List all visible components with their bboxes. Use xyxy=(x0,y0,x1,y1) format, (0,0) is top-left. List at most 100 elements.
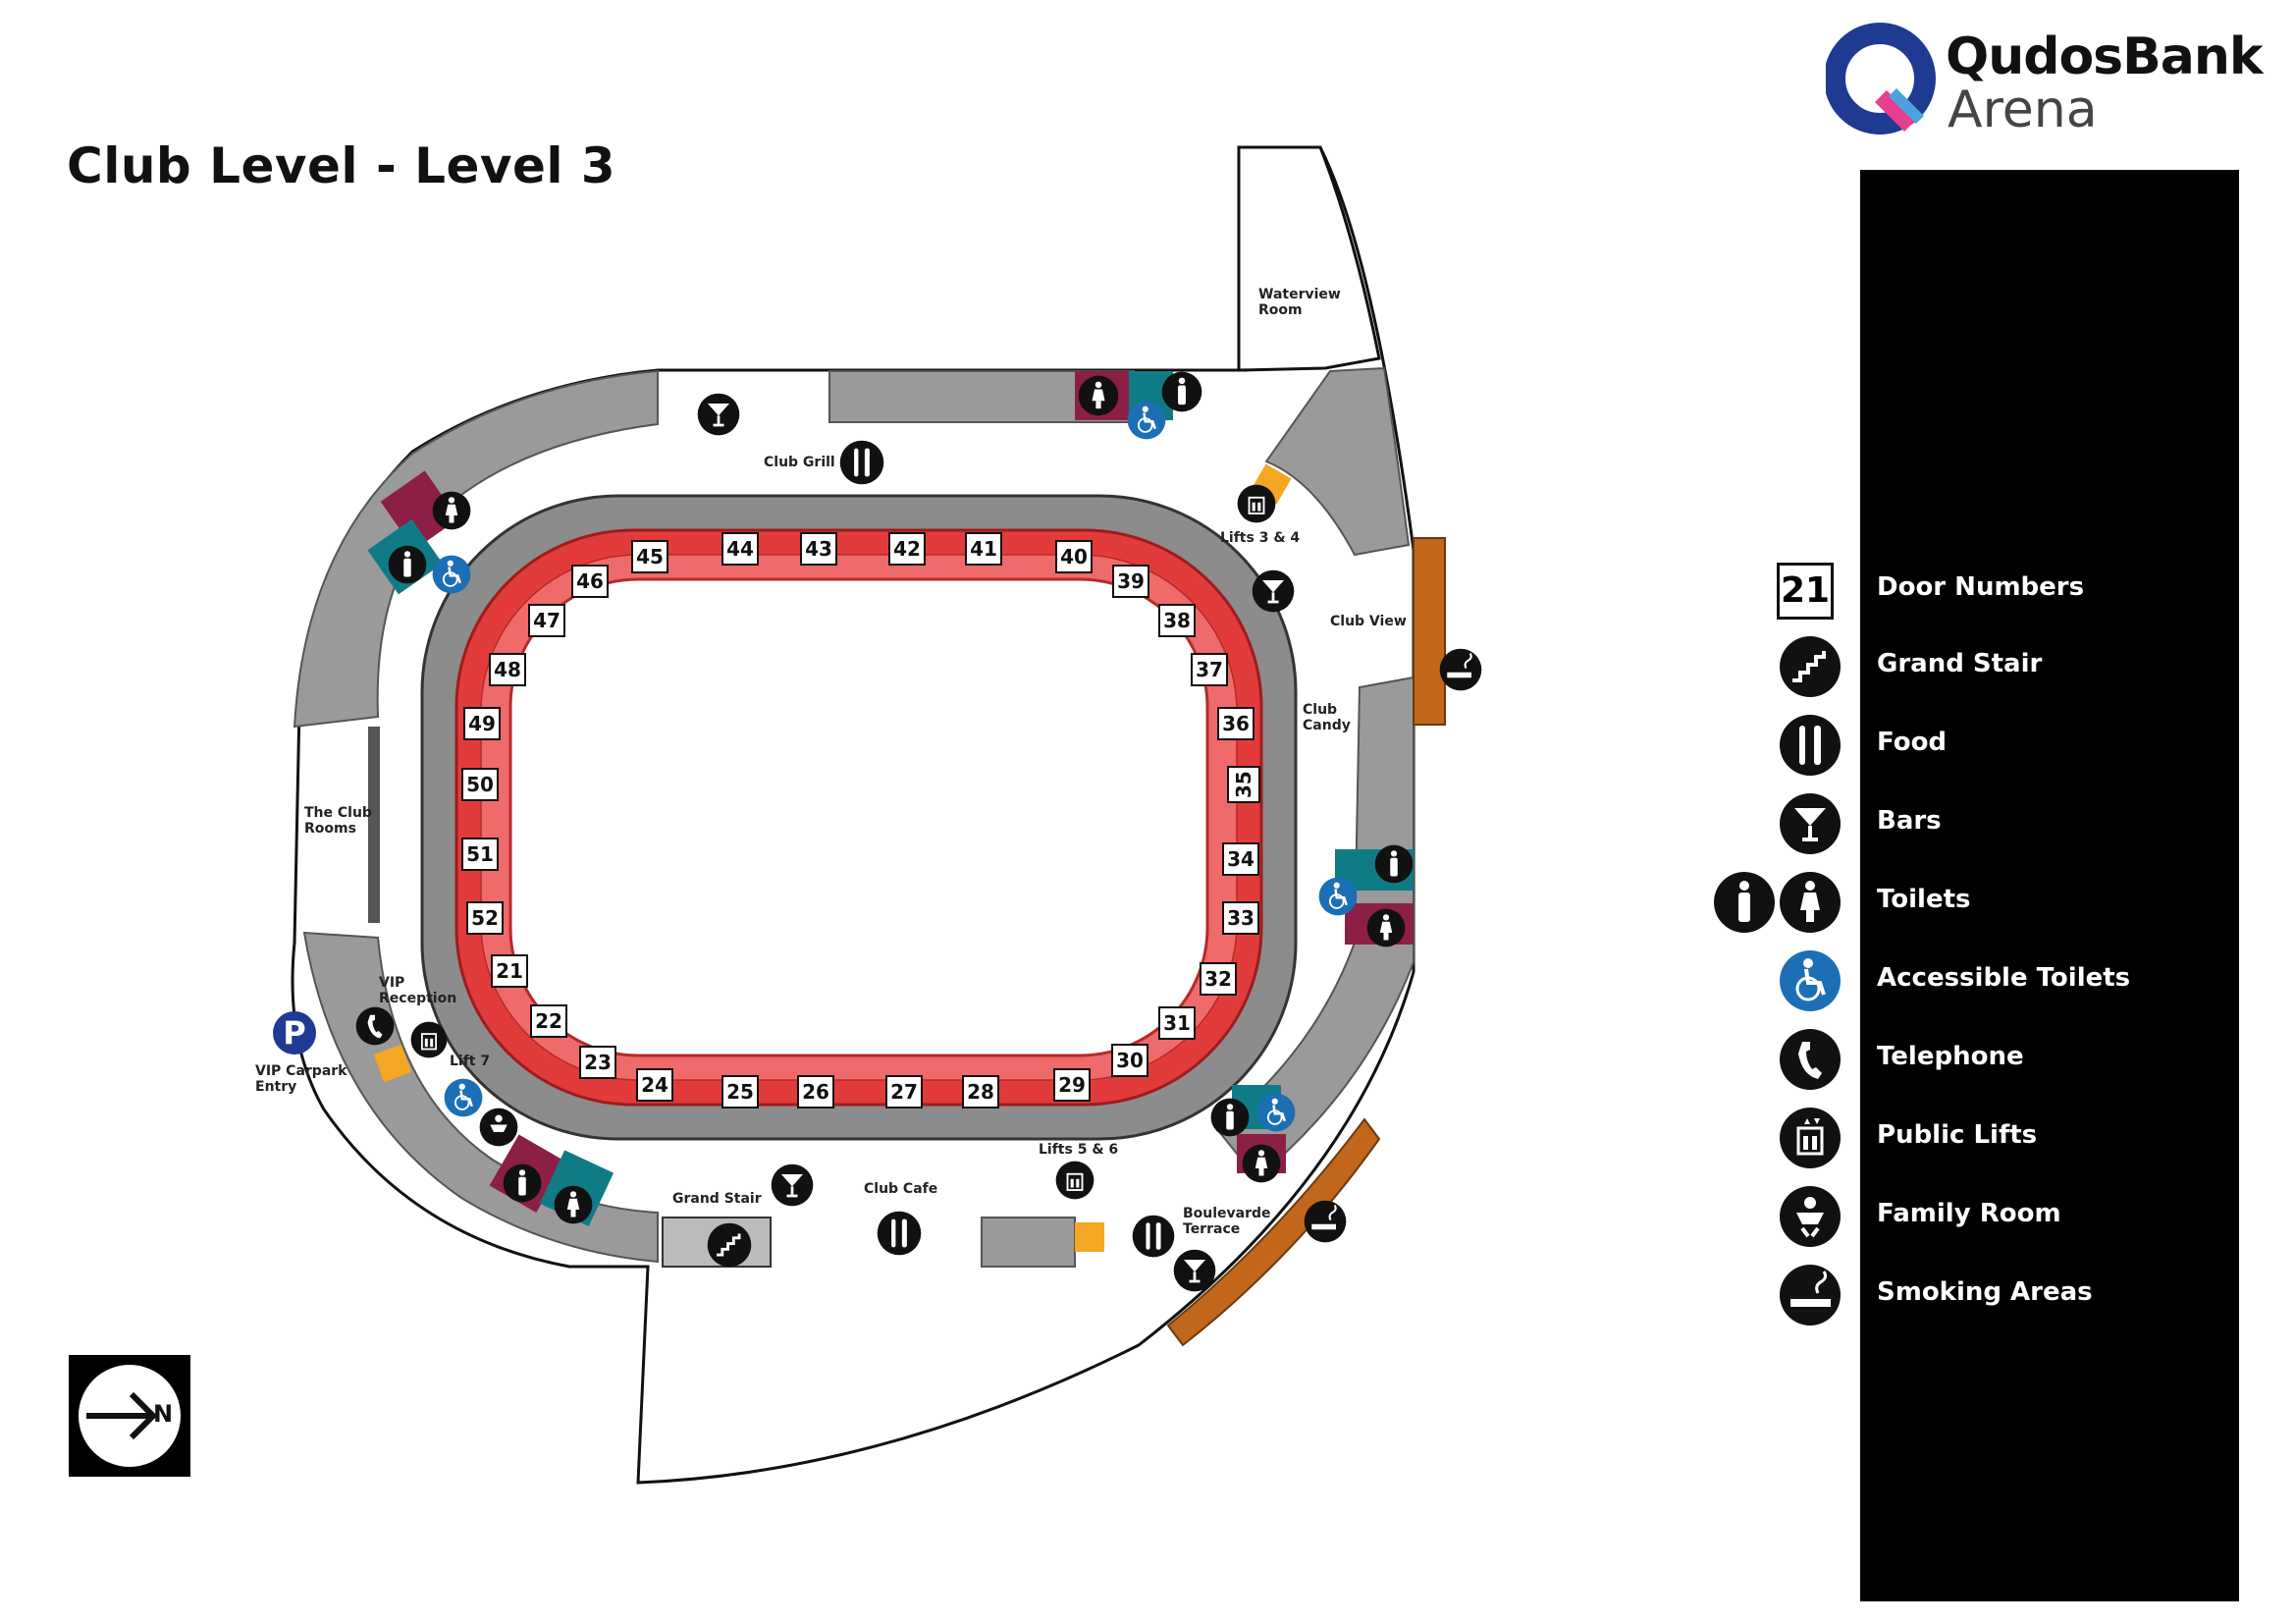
smoking-icon xyxy=(1780,1265,1841,1325)
smoking-icon xyxy=(1439,648,1482,691)
lift-icon xyxy=(1237,484,1276,523)
food-icon xyxy=(877,1211,922,1256)
legend-label: Telephone xyxy=(1877,1042,2024,1071)
door-number: 50 xyxy=(461,768,499,801)
legend-item-grand-stair: Grand Stair xyxy=(1688,633,2277,702)
accessible-toilet-icon xyxy=(1127,401,1166,440)
label-club-candy: Club Candy xyxy=(1303,702,1351,733)
legend-item-door-numbers: 21 Door Numbers xyxy=(1688,557,2277,625)
male-toilet-icon xyxy=(503,1163,542,1203)
accessible-toilet-icon xyxy=(444,1078,483,1117)
bar-icon xyxy=(1173,1249,1216,1292)
legend-label: Toilets xyxy=(1877,885,1971,914)
door-number: 24 xyxy=(636,1068,673,1102)
male-toilet-icon xyxy=(388,545,427,584)
legend-label: Door Numbers xyxy=(1877,572,2085,602)
lift-marker-7 xyxy=(373,1044,412,1083)
door-number: 33 xyxy=(1222,901,1259,935)
bar-icon xyxy=(771,1163,814,1207)
door-number: 36 xyxy=(1217,707,1255,740)
club-view-block xyxy=(1264,366,1411,557)
female-toilet-icon xyxy=(1242,1144,1281,1183)
telephone-icon xyxy=(355,1006,395,1046)
family-room-icon xyxy=(479,1108,518,1147)
door-number: 48 xyxy=(489,653,526,686)
smoking-area-east xyxy=(1413,537,1446,726)
legend-label: Grand Stair xyxy=(1877,649,2043,678)
door-number: 22 xyxy=(530,1004,567,1038)
door-number: 47 xyxy=(528,604,565,637)
label-waterview-room: Waterview Room xyxy=(1258,287,1341,318)
door-number: 28 xyxy=(962,1075,999,1109)
label-club-rooms: The Club Rooms xyxy=(304,805,372,837)
male-toilet-icon xyxy=(1374,844,1414,884)
club-rooms-wall xyxy=(368,727,380,923)
telephone-icon xyxy=(1780,1029,1841,1090)
legend-item-toilets: Toilets xyxy=(1688,869,2277,938)
label-club-grill: Club Grill xyxy=(764,455,835,470)
female-toilet-icon xyxy=(1366,908,1406,947)
door-number: 26 xyxy=(797,1075,834,1109)
female-toilet-icon xyxy=(1078,375,1119,416)
door-number: 40 xyxy=(1055,540,1093,573)
door-number: 21 xyxy=(491,954,528,988)
door-number-icon: 21 xyxy=(1777,563,1834,620)
bar-icon xyxy=(697,393,740,436)
door-number: 29 xyxy=(1053,1068,1091,1102)
label-club-view: Club View xyxy=(1330,614,1407,629)
logo-text-qudosbank: QudosBank xyxy=(1946,27,2263,86)
door-number: 34 xyxy=(1222,842,1259,876)
door-number: 49 xyxy=(463,707,501,740)
label-boulevarde-terrace: Boulevarde Terrace xyxy=(1183,1206,1271,1237)
bar-icon xyxy=(1252,569,1295,613)
food-icon xyxy=(1780,715,1841,776)
door-number: 23 xyxy=(579,1046,616,1079)
lift-icon xyxy=(1780,1108,1841,1168)
door-number: 43 xyxy=(800,532,837,566)
door-number: 44 xyxy=(721,532,759,566)
page-title: Club Level - Level 3 xyxy=(67,137,616,194)
legend-item-public-lifts: Public Lifts xyxy=(1688,1105,2277,1173)
door-number: 27 xyxy=(885,1075,923,1109)
outer-concourse-left xyxy=(293,369,659,729)
legend-label: Smoking Areas xyxy=(1877,1277,2093,1307)
legend-label: Family Room xyxy=(1877,1199,2061,1228)
label-grand-stair: Grand Stair xyxy=(672,1191,762,1207)
lift-marker-5-6 xyxy=(1075,1222,1104,1252)
male-toilet-icon xyxy=(1714,872,1775,933)
north-arrow-icon xyxy=(79,1365,181,1467)
legend-label: Food xyxy=(1877,728,1948,757)
smoking-icon xyxy=(1304,1200,1347,1243)
family-room-icon xyxy=(1780,1186,1841,1247)
legend-label: Accessible Toilets xyxy=(1877,963,2131,993)
legend-item-family-room: Family Room xyxy=(1688,1183,2277,1252)
outer-concourse-bottom-left xyxy=(302,931,659,1264)
logo-mark-icon xyxy=(1824,23,1936,135)
lift-icon xyxy=(410,1021,448,1058)
qudos-bank-arena-logo: QudosBank Arena xyxy=(1824,22,2277,139)
toilet-block-nw-female xyxy=(380,470,459,551)
door-number: 35 xyxy=(1227,766,1260,803)
legend-label: Bars xyxy=(1877,806,1942,836)
legend-item-smoking-areas: Smoking Areas xyxy=(1688,1262,2277,1330)
label-lift-7: Lift 7 xyxy=(450,1054,491,1069)
legend-item-food: Food xyxy=(1688,712,2277,781)
door-number: 41 xyxy=(965,532,1002,566)
legend-item-telephone: Telephone xyxy=(1688,1026,2277,1095)
stair-icon xyxy=(1780,636,1841,697)
arena-floor xyxy=(508,577,1209,1057)
label-vip-carpark-entry: VIP Carpark Entry xyxy=(255,1063,347,1095)
stair-icon xyxy=(707,1222,752,1268)
accessible-toilet-icon xyxy=(1780,950,1841,1011)
food-icon xyxy=(839,440,884,485)
legend-label: Public Lifts xyxy=(1877,1120,2038,1150)
lift-icon xyxy=(1055,1161,1095,1200)
accessible-toilet-icon xyxy=(432,555,471,594)
accessible-toilet-icon xyxy=(1256,1093,1296,1132)
female-toilet-icon xyxy=(554,1185,593,1224)
legend-item-accessible-toilets: Accessible Toilets xyxy=(1688,947,2277,1016)
male-toilet-icon xyxy=(1210,1098,1250,1137)
door-number: 45 xyxy=(631,540,668,573)
male-toilet-icon xyxy=(1161,371,1202,412)
